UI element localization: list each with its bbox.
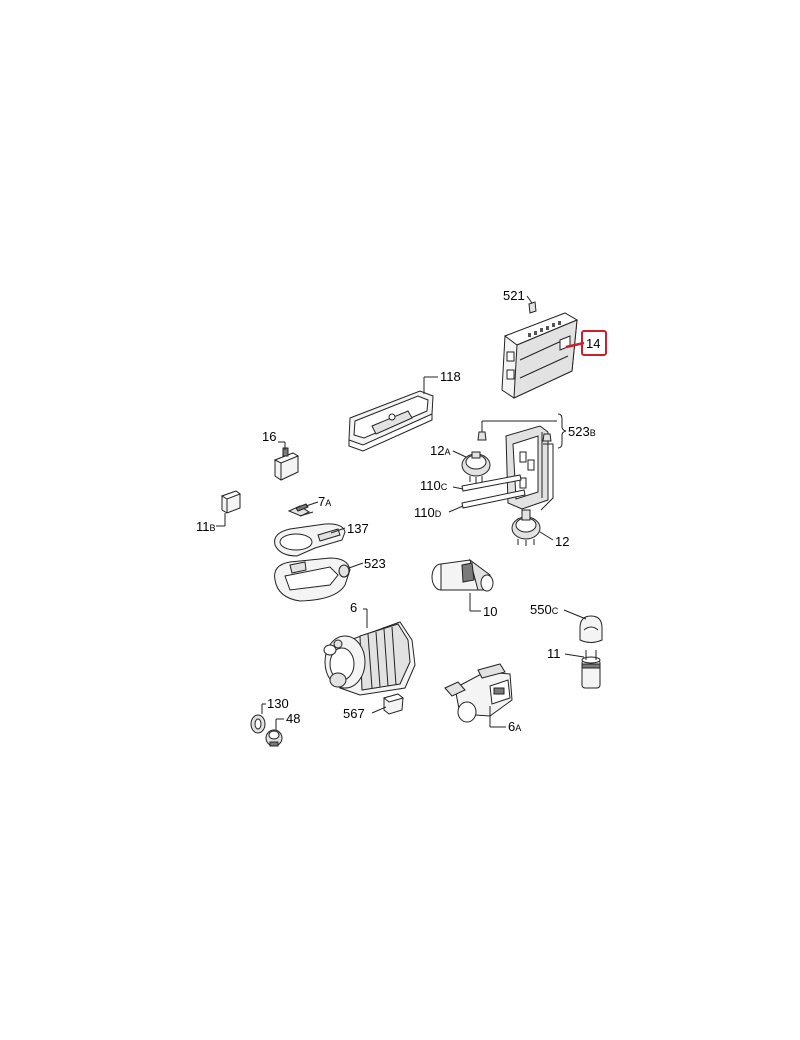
- label-7A: 7A: [318, 494, 331, 509]
- part-6-circulation-motor[interactable]: [323, 621, 416, 696]
- label-10: 10: [483, 604, 497, 619]
- label-16: 16: [262, 429, 276, 444]
- label-14: 14: [586, 336, 600, 351]
- part-11-capacitor[interactable]: [581, 650, 601, 689]
- part-118-dispenser[interactable]: [348, 390, 434, 452]
- part-16-switch[interactable]: [273, 447, 300, 481]
- part-6A-drain-pump[interactable]: [444, 663, 513, 723]
- part-11B-relay[interactable]: [220, 490, 242, 514]
- part-110C-hose[interactable]: [452, 474, 522, 492]
- part-550C-cap[interactable]: [579, 615, 603, 643]
- label-6A: 6A: [508, 719, 521, 734]
- part-523-housing[interactable]: [274, 557, 351, 602]
- label-110C: 110C: [420, 478, 448, 493]
- label-12: 12: [555, 534, 569, 549]
- label-137: 137: [347, 521, 369, 536]
- part-10-drain-pump[interactable]: [431, 558, 494, 592]
- label-521: 521: [503, 288, 525, 303]
- part-523B-nozzle[interactable]: [542, 433, 552, 442]
- label-11B: 11B: [196, 519, 216, 534]
- part-110D-hose[interactable]: [448, 489, 526, 513]
- part-7A-clip[interactable]: [287, 503, 314, 517]
- label-130: 130: [267, 696, 289, 711]
- part-521[interactable]: [526, 295, 537, 314]
- part-12A-nozzle[interactable]: [477, 421, 487, 441]
- part-12-pressure-switch[interactable]: [511, 509, 541, 546]
- label-523: 523: [364, 556, 386, 571]
- label-523B: 523B: [568, 424, 596, 439]
- label-11: 11: [547, 646, 561, 661]
- label-118: 118: [440, 369, 461, 384]
- label-550C: 550C: [530, 602, 559, 617]
- label-110D: 110D: [414, 505, 442, 520]
- label-48: 48: [286, 711, 300, 726]
- part-48-plug[interactable]: [265, 729, 283, 747]
- part-14-control-module[interactable]: [501, 312, 579, 399]
- part-567-block[interactable]: [382, 693, 405, 715]
- part-523B-sensor-bracket[interactable]: [505, 425, 549, 510]
- part-130-gasket[interactable]: [250, 714, 266, 734]
- label-12A: 12A: [430, 443, 450, 458]
- label-6: 6: [350, 600, 357, 615]
- part-12A-pressure-switch[interactable]: [461, 451, 491, 483]
- highlight-box-14: [581, 330, 607, 356]
- label-567: 567: [343, 706, 365, 721]
- part-137-cover[interactable]: [274, 523, 346, 557]
